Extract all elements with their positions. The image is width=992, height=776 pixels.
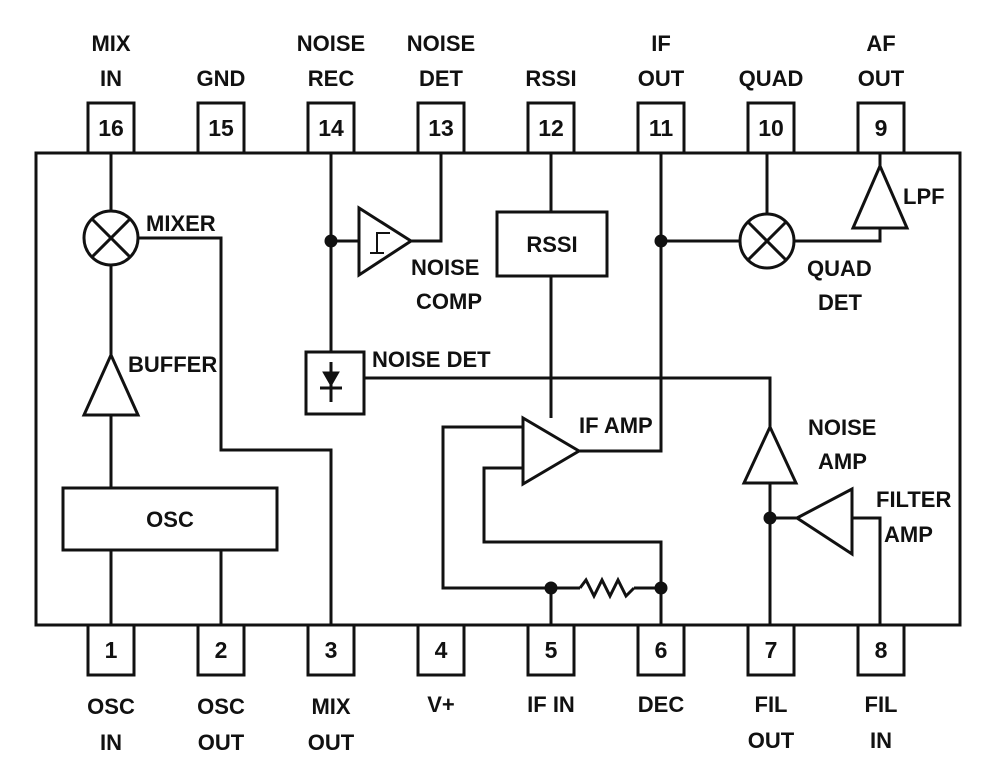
pin-label: IN <box>100 730 122 755</box>
chip-body <box>34 151 962 627</box>
pin-label: RSSI <box>525 66 576 91</box>
pin-label: MIX <box>311 694 350 719</box>
pin-label: OUT <box>198 730 245 755</box>
junction-dot <box>324 234 338 248</box>
pin-label: FIL <box>865 692 898 717</box>
junction-dot <box>654 581 668 595</box>
pin-number: 3 <box>325 637 338 663</box>
pin-number: 8 <box>875 637 888 663</box>
pin-label: IF IN <box>527 692 575 717</box>
rssi-label: RSSI <box>526 232 577 257</box>
pin-label: AF <box>866 31 895 56</box>
pin-number: 7 <box>765 637 778 663</box>
pin-label: NOISE <box>297 31 365 56</box>
pin-label: REC <box>308 66 355 91</box>
buffer-label: BUFFER <box>128 352 217 377</box>
noise-comp-label: COMP <box>416 289 482 314</box>
pin-number: 4 <box>435 637 448 663</box>
noise-comparator <box>357 205 414 278</box>
pin-label: GND <box>197 66 246 91</box>
junction-dot <box>544 581 558 595</box>
if-amp-label: IF AMP <box>579 413 653 438</box>
pin-label: MIX <box>91 31 130 56</box>
pin-label: OSC <box>87 694 135 719</box>
pin-label: DET <box>419 66 464 91</box>
mixer-label: MIXER <box>146 211 216 236</box>
pin-label: OSC <box>197 694 245 719</box>
noise-detector <box>304 350 366 416</box>
quad-det-label: DET <box>818 290 863 315</box>
pin-label: FIL <box>755 692 788 717</box>
pin-number: 10 <box>758 115 784 141</box>
filter-amp-label: FILTER <box>876 487 951 512</box>
quad-detector <box>738 212 796 270</box>
osc-block <box>61 486 279 552</box>
pin-number: 13 <box>428 115 454 141</box>
pin-number: 16 <box>98 115 124 141</box>
mixer-symbol <box>82 209 140 267</box>
pin-number: 12 <box>538 115 564 141</box>
junction-dot <box>763 511 777 525</box>
pin-number: 1 <box>105 637 118 663</box>
pin-number: 11 <box>649 115 674 141</box>
pin-label: IN <box>870 728 892 753</box>
lpf-amplifier <box>850 162 910 230</box>
pin-label: QUAD <box>739 66 804 91</box>
noise-amp-label: NOISE <box>808 415 876 440</box>
pin-label: OUT <box>748 728 795 753</box>
if-amplifier <box>521 415 582 487</box>
pin-label: IN <box>100 66 122 91</box>
pin-label: IF <box>651 31 671 56</box>
noise-comp-label: NOISE <box>411 255 479 280</box>
junction-dot <box>654 234 668 248</box>
pin-10-box <box>746 101 796 155</box>
pin-label: OUT <box>638 66 685 91</box>
filter-amp-label: AMP <box>884 522 933 547</box>
pin-4-box <box>416 623 466 677</box>
pin-label: V+ <box>427 692 455 717</box>
hysteresis-icon <box>370 232 390 254</box>
pin-number: 6 <box>655 637 668 663</box>
pin-label: OUT <box>308 730 355 755</box>
noise-amplifier <box>741 423 799 485</box>
pin-number: 5 <box>545 637 558 663</box>
pin-number: 9 <box>875 115 888 141</box>
pin-number: 14 <box>318 115 344 141</box>
osc-label: OSC <box>146 507 194 532</box>
pin-number: 15 <box>208 115 234 141</box>
pin-number: 2 <box>215 637 228 663</box>
pin-15-box <box>196 101 246 155</box>
noise-amp-label: AMP <box>818 449 867 474</box>
pin-label: OUT <box>858 66 905 91</box>
filter-amplifier <box>794 486 854 557</box>
pin-label: DEC <box>638 692 685 717</box>
pin-label: NOISE <box>407 31 475 56</box>
resistor <box>578 576 636 600</box>
lpf-label: LPF <box>903 184 945 209</box>
quad-det-label: QUAD <box>807 256 872 281</box>
noise-det-label: NOISE DET <box>372 347 491 372</box>
